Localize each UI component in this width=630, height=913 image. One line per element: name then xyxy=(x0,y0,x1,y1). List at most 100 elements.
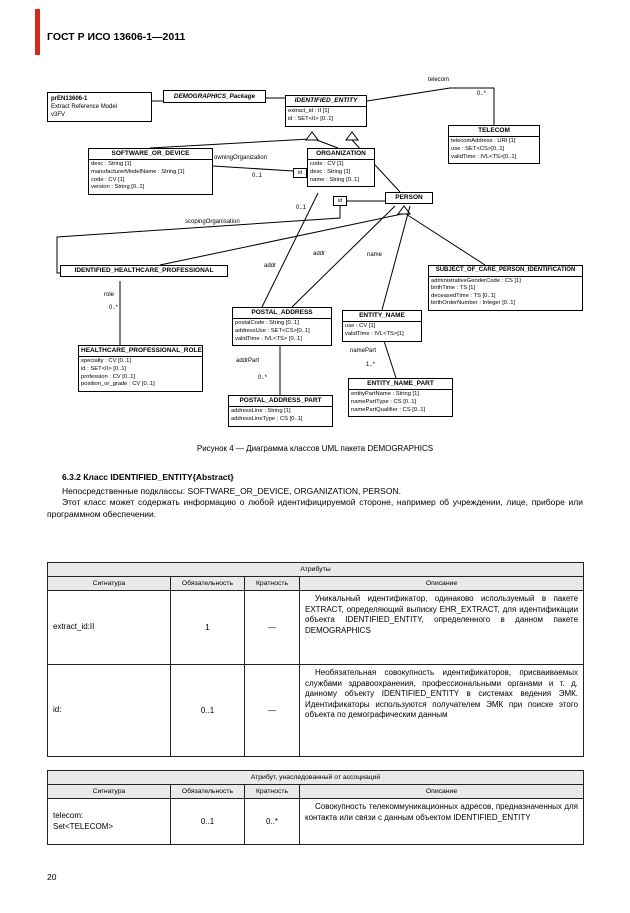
mult-label-owning: 0..1 xyxy=(252,173,263,179)
assoc-label-name: name xyxy=(367,252,383,258)
table-title: Атрибуты xyxy=(46,562,585,577)
assoc-label-telecom: telecom xyxy=(428,77,450,83)
note-line: v3FV xyxy=(51,112,66,119)
class-attribute: addressUse : SET<CS>[0..1] xyxy=(235,327,310,334)
class-attribute: profession : CV [0..1] xyxy=(81,373,136,380)
class-attributes: addressLine : String [1] addressLineType… xyxy=(229,407,332,425)
class-attribute: desc : String [1] xyxy=(91,161,132,168)
document-title: ГОСТ Р ИСО 13606-1—2011 xyxy=(47,31,186,43)
class-attributes: entityPartName : String [1] namePartType… xyxy=(349,390,452,416)
generalization-arrow-entity-2 xyxy=(345,131,359,141)
class-software-or-device: SOFTWARE_OR_DEVICE desc : String [1] man… xyxy=(88,148,213,195)
class-attribute: entityPartName : String [1] xyxy=(351,391,419,398)
note-line: Extract Reference Model xyxy=(51,104,118,111)
class-organization: ORGANIZATION code : CV [1] desc : String… xyxy=(307,148,375,188)
uml-diagram: prEN13606-1 Extract Reference Model v3FV… xyxy=(0,75,630,443)
assoc-label-addr-part: addrPart xyxy=(236,358,260,364)
class-attributes: extract_id : II [1] id : SET<II> [0..1] xyxy=(286,107,366,125)
description-text: Совокупность телекоммуникационных адресо… xyxy=(305,802,579,822)
section-6-3-2: 6.3.2 Класс IDENTIFIED_ENTITY{Abstract} … xyxy=(47,472,583,520)
note-box-pren13606: prEN13606-1 Extract Reference Model v3FV xyxy=(47,92,152,122)
class-title: ENTITY_NAME xyxy=(343,311,421,323)
signature-line: Set<TELECOM> xyxy=(53,821,114,831)
class-attribute: name : String [0..1] xyxy=(310,176,359,183)
class-title: SUBJECT_OF_CARE_PERSON_IDENTIFICATION xyxy=(429,266,582,277)
table-header-row: Сигнатура Обязательность Кратность Описа… xyxy=(47,576,585,591)
class-telecom: TELECOM telecomAddress : URI [1] use : S… xyxy=(448,125,540,165)
class-attribute: postalCode : String [0..1] xyxy=(235,320,299,327)
class-attribute: birthTime : TS [1] xyxy=(431,285,476,292)
cell-signature: id: xyxy=(47,664,171,757)
col-header-description: Описание xyxy=(298,784,585,799)
class-subject-of-care-person-identification: SUBJECT_OF_CARE_PERSON_IDENTIFICATION ad… xyxy=(428,265,583,311)
cell-signature: extract_id:II xyxy=(47,590,171,665)
cell-signature: telecom: Set<TELECOM> xyxy=(47,798,171,845)
col-header-required: Обязательность xyxy=(170,576,245,591)
class-title: POSTAL_ADDRESS_PART xyxy=(229,396,332,408)
class-healthcare-professional-role: HEALTHCARE_PROFESSIONAL_ROLE specialty :… xyxy=(78,345,203,392)
class-attribute: id : SET<II> [0..1] xyxy=(288,115,334,122)
class-title: IDENTIFIED_HEALTHCARE_PROFESSIONAL xyxy=(74,267,214,274)
table-row: id: 0..1 — Необязательная совокупность и… xyxy=(47,664,585,757)
class-attribute: administrativeGenderCode : CS [1] xyxy=(431,277,521,284)
table-header-row: Сигнатура Обязательность Кратность Описа… xyxy=(47,784,585,799)
qualifier-id-person: id xyxy=(333,196,347,206)
edge-name-part xyxy=(383,340,397,379)
cell-cardinality: — xyxy=(244,590,300,665)
col-header-cardinality: Кратность xyxy=(244,784,300,799)
section-heading: 6.3.2 Класс IDENTIFIED_ENTITY{Abstract} xyxy=(62,472,234,482)
class-attribute: birthOrderNumber : Integer [0..1] xyxy=(431,300,516,307)
table-row: extract_id:II 1 — Уникальный идентификат… xyxy=(47,590,585,665)
class-attribute: namePartType : CS [0..1] xyxy=(351,398,417,405)
edge-addr-organization xyxy=(261,192,319,308)
col-header-cardinality: Кратность xyxy=(244,576,300,591)
class-attribute: use : CV [1] xyxy=(345,323,376,330)
class-attribute: validTime : IVL<TS>[0..1] xyxy=(451,153,517,160)
class-attribute: validTime : IVL<TS> [0..1] xyxy=(235,335,302,342)
table-title: Атрибут, унаследованный от ассоциаций xyxy=(46,770,585,785)
class-attribute: extract_id : II [1] xyxy=(288,108,330,115)
class-postal-address: POSTAL_ADDRESS postalCode : String [0..1… xyxy=(232,307,332,347)
diagram-connectors xyxy=(56,87,495,395)
edge-gen-software xyxy=(149,138,311,149)
figure-caption: Рисунок 4 — Диаграмма классов UML пакета… xyxy=(196,444,434,453)
class-attribute: addressLineType : CS [0..1] xyxy=(231,415,303,422)
cell-required: 0..1 xyxy=(170,798,245,845)
class-attribute: id : SET<II> [0..1] xyxy=(81,365,127,372)
section-paragraph: Непосредственные подклассы: SOFTWARE_OR_… xyxy=(62,485,401,496)
cell-description: Уникальный идентификатор, одинаково испо… xyxy=(298,590,585,665)
class-attribute: addressLine : String [1] xyxy=(231,408,291,415)
assoc-label-owning-organization: owningOrganization xyxy=(214,155,268,161)
generalization-arrow-person xyxy=(397,205,411,215)
class-title: TELECOM xyxy=(449,126,539,138)
red-margin-mark xyxy=(35,9,40,55)
col-header-description: Описание xyxy=(298,576,585,591)
class-attribute: telecomAddress : URI [1] xyxy=(451,138,516,145)
class-attribute: desc : String [1] xyxy=(310,168,351,175)
class-attributes: specialty : CV [0..1] id : SET<II> [0..1… xyxy=(79,357,202,390)
table-row: telecom: Set<TELECOM> 0..1 0..* Совокупн… xyxy=(47,798,585,845)
class-postal-address-part: POSTAL_ADDRESS_PART addressLine : String… xyxy=(228,395,333,427)
note-line: prEN13606-1 xyxy=(51,96,88,102)
attributes-table-wrap: Атрибуты Сигнатура Обязательность Кратно… xyxy=(46,562,585,757)
generalization-arrow-entity-1 xyxy=(305,131,319,141)
edge-scoping-organisation xyxy=(56,205,341,274)
col-header-required: Обязательность xyxy=(170,784,245,799)
class-identified-entity: IDENTIFIED_ENTITY extract_id : II [1] id… xyxy=(285,95,367,127)
class-attribute: validTime : IVL<TS>[1] xyxy=(345,330,404,337)
class-attributes: administrativeGenderCode : CS [1] birthT… xyxy=(429,277,582,310)
assoc-label-addr-2: addr xyxy=(313,251,326,257)
edge-gen-healthcare-professional xyxy=(159,213,403,266)
class-attributes: use : CV [1] validTime : IVL<TS>[1] xyxy=(343,322,421,340)
class-attributes: telecomAddress : URI [1] use : SET<CS>[0… xyxy=(449,137,539,163)
cell-required: 1 xyxy=(170,590,245,665)
mult-label-scoping: 0..1 xyxy=(296,205,307,211)
col-header-signature: Сигнатура xyxy=(47,784,171,799)
signature-line: telecom: xyxy=(53,811,84,820)
class-attributes: postalCode : String [0..1] addressUse : … xyxy=(233,319,331,345)
association-table: Атрибут, унаследованный от ассоциаций Си… xyxy=(46,770,585,845)
description-text: Уникальный идентификатор, одинаково испо… xyxy=(305,594,579,635)
class-title: SOFTWARE_OR_DEVICE xyxy=(89,149,212,161)
edge-gen-subject-of-care xyxy=(405,213,486,266)
